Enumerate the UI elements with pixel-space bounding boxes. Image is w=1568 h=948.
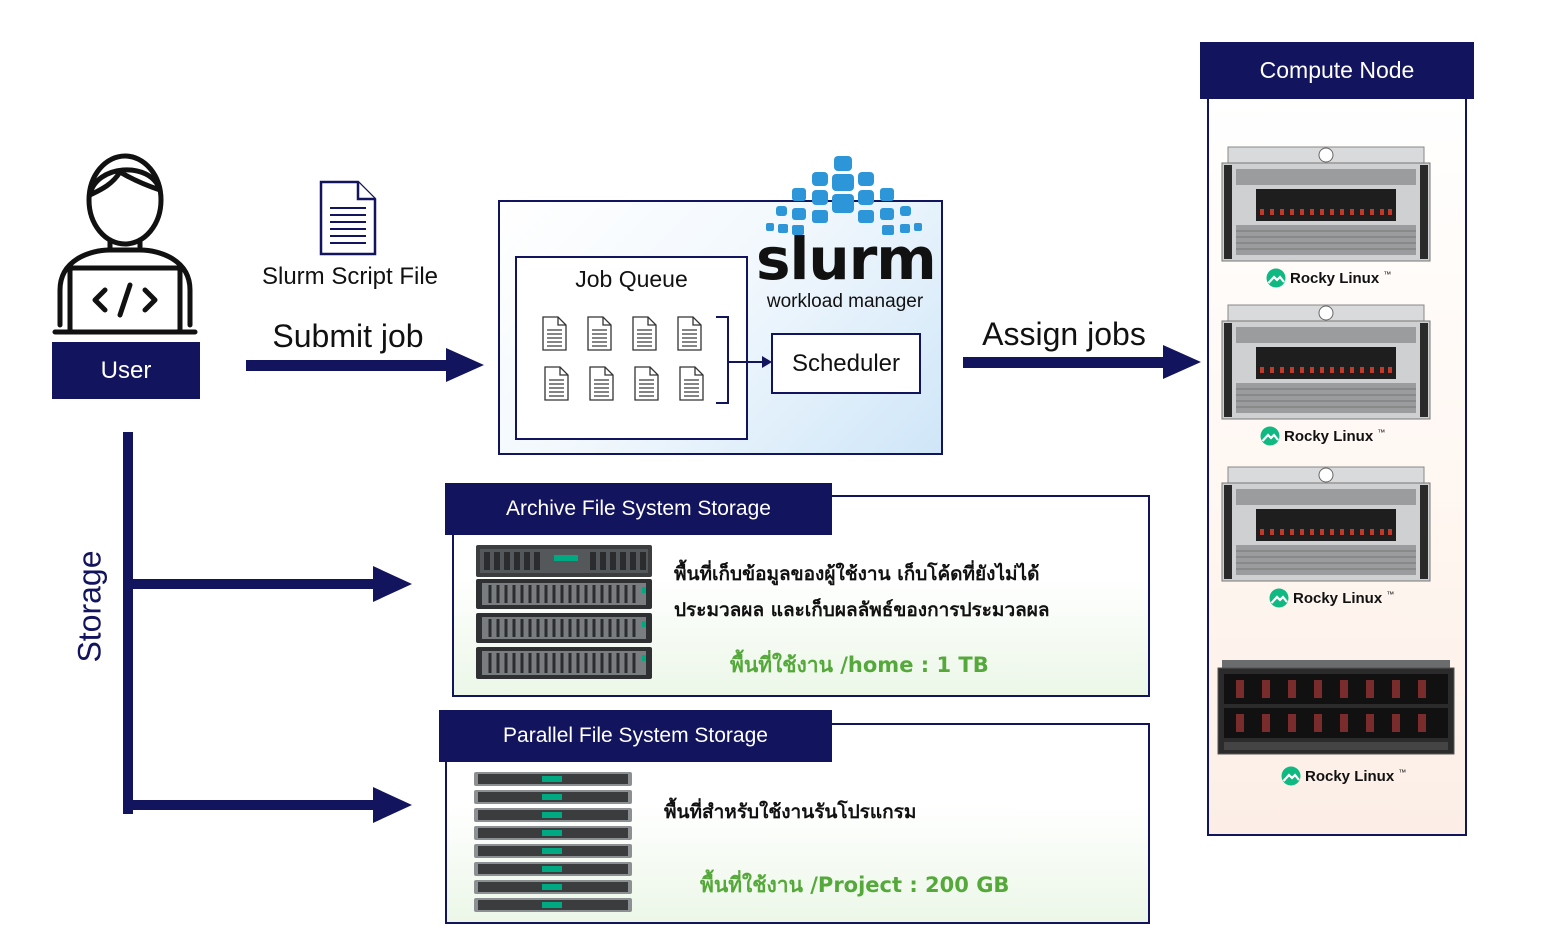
slurm-tagline: workload manager [766,291,924,312]
rocky-linux-label: Rocky Linux [1305,767,1395,785]
submit-arrow [246,345,486,385]
user-laptop-icon [52,153,198,335]
assign-arrow [963,343,1203,383]
slurm-logo-dots [762,150,932,240]
rocky-linux-label: Rocky Linux [1293,589,1383,607]
compute-node-title-box: Compute Node [1200,42,1474,99]
document-icon [318,180,378,256]
parallel-capacity: พื้นที่ใช้งาน /Project : 200 GB [700,873,1010,897]
compute-server-image [1220,145,1432,265]
rocky-linux-icon [1269,588,1289,608]
rocky-linux-mark: ™ [1386,590,1395,599]
user-icon [50,150,200,340]
queued-job-documents [540,314,710,404]
rocky-linux-icon [1266,268,1286,288]
slurm-brand: slurm [756,225,937,293]
parallel-storage-title-box: Parallel File System Storage [439,710,832,762]
parallel-storage-server-image [472,770,634,916]
compute-gpu-server-image [1216,658,1456,758]
archive-storage-server-image [474,543,656,681]
storage-label: Storage [71,550,108,663]
rocky-linux-mark: ™ [1398,768,1407,777]
rocky-linux-mark: ™ [1377,428,1386,437]
assign-jobs-label: Assign jobs [982,316,1146,352]
compute-node-title: Compute Node [1259,57,1415,83]
queue-bracket-arrow [714,315,776,405]
job-queue-label: Job Queue [575,266,688,292]
scheduler-box: Scheduler [771,333,921,394]
compute-server-image [1220,303,1432,423]
archive-storage-title-box: Archive File System Storage [445,483,832,535]
parallel-desc: พื้นที่สำหรับใช้งานรันโปรแกรม [664,801,917,823]
parallel-storage-title: Parallel File System Storage [503,724,768,747]
rocky-linux-icon [1260,426,1280,446]
archive-storage-title: Archive File System Storage [506,497,771,520]
compute-server-image [1220,465,1432,585]
scheduler-label: Scheduler [791,349,901,377]
archive-capacity: พื้นที่ใช้งาน /home : 1 TB [730,653,989,677]
rocky-linux-mark: ™ [1383,270,1392,279]
script-file-label: Slurm Script File [261,263,439,290]
submit-job-label: Submit job [272,318,424,354]
user-label: User [100,356,152,384]
storage-branch-lines [115,432,415,832]
archive-desc-line2: ประมวลผล และเก็บผลลัพธ์ของการประมวลผล [674,599,1050,621]
rocky-linux-label: Rocky Linux [1284,427,1374,445]
rocky-linux-label: Rocky Linux [1290,269,1380,287]
user-label-box: User [52,342,200,399]
rocky-linux-icon [1281,766,1301,786]
archive-desc-line1: พื้นที่เก็บข้อมูลของผู้ใช้งาน เก็บโค้ดที… [674,563,1040,585]
